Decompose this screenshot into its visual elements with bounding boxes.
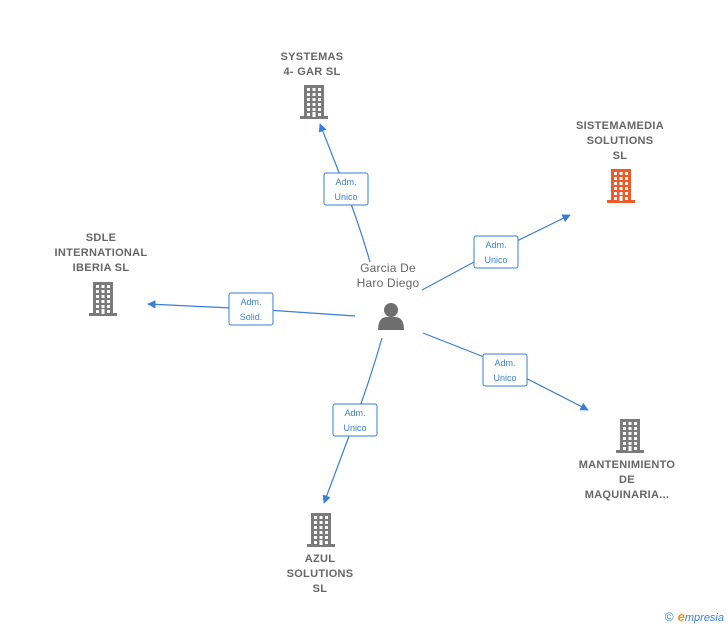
node-label-line: Garcia De: [360, 261, 416, 275]
node-label: MANTENIMIENTO DE MAQUINARIA...: [579, 459, 676, 501]
edge-label-text: Adm.: [335, 177, 356, 187]
node-label-line: SL: [313, 583, 328, 595]
edge-label-box: [473, 235, 519, 269]
edges-layer: Adm.UnicoAdm.UnicoAdm.Solid.Adm.UnicoAdm…: [147, 123, 589, 504]
node-label-line: IBERIA SL: [73, 262, 130, 274]
edge-label-text: Adm.: [485, 240, 506, 250]
node-label-line: Haro Diego: [357, 276, 420, 290]
edge-label-text: Adm.: [344, 408, 365, 418]
edge-sdle: Adm. Solid.: [147, 292, 356, 326]
edge-systemas: Adm. Unico: [318, 123, 371, 263]
edge-label-mantenimiento[interactable]: Adm. Unico: [482, 353, 528, 387]
node-label: AZUL SOLUTIONS SL: [287, 553, 354, 595]
copyright-icon: ©: [664, 609, 674, 624]
building-icon: [616, 419, 644, 453]
edge-label-text: Adm.: [494, 358, 515, 368]
node-label-line: SOLUTIONS: [287, 568, 354, 580]
edge-label-box: [323, 172, 369, 206]
node-label-line: SL: [613, 150, 628, 162]
brand-watermark: © empresia: [665, 609, 724, 624]
edge-label-text: Unico: [493, 373, 516, 383]
node-label-line: 4- GAR SL: [283, 66, 340, 78]
edge-label-sistemamedia[interactable]: Adm. Unico: [473, 235, 519, 269]
edge-label-sdle[interactable]: Adm. Solid.: [228, 292, 274, 326]
edge-sistemamedia: Adm. Unico: [421, 214, 571, 291]
edge-label-text: Unico: [484, 255, 507, 265]
edge-mantenimiento: Adm. Unico: [422, 332, 589, 411]
building-icon: [307, 513, 335, 547]
person-icon: [378, 303, 404, 330]
node-company-azul[interactable]: AZUL SOLUTIONS SL: [287, 513, 354, 595]
node-label: SDLE INTERNATIONAL IBERIA SL: [55, 232, 148, 274]
node-label-line: MAQUINARIA...: [585, 489, 670, 501]
edge-label-text: Unico: [343, 423, 366, 433]
building-icon: [300, 85, 328, 119]
edge-label-text: Solid.: [240, 312, 263, 322]
node-label-line: INTERNATIONAL: [55, 247, 148, 259]
node-label: SISTEMAMEDIA SOLUTIONS SL: [576, 120, 664, 162]
node-company-mantenimiento[interactable]: MANTENIMIENTO DE MAQUINARIA...: [579, 419, 676, 501]
node-company-sdle[interactable]: SDLE INTERNATIONAL IBERIA SL: [55, 232, 148, 316]
edge-azul: Adm. Unico: [322, 337, 383, 504]
edge-label-box: [332, 403, 378, 437]
node-company-systemas[interactable]: SYSTEMAS 4- GAR SL: [281, 51, 344, 119]
node-label-line: SDLE: [86, 232, 117, 244]
edge-label-box: [482, 353, 528, 387]
node-label-line: MANTENIMIENTO: [579, 459, 676, 471]
node-label-line: SOLUTIONS: [587, 135, 654, 147]
building-icon: [607, 169, 635, 203]
node-label-line: SISTEMAMEDIA: [576, 120, 664, 132]
edge-label-text: Adm.: [240, 297, 261, 307]
node-label-line: AZUL: [305, 553, 336, 565]
edge-label-box: [228, 292, 274, 326]
node-label-line: SYSTEMAS: [281, 51, 344, 63]
edge-label-azul[interactable]: Adm. Unico: [332, 403, 378, 437]
edge-label-systemas[interactable]: Adm. Unico: [323, 172, 369, 206]
brand-logo: empresia: [677, 609, 724, 624]
edge-label-text: Unico: [334, 192, 357, 202]
node-label-line: DE: [619, 474, 635, 486]
node-label: SYSTEMAS 4- GAR SL: [281, 51, 344, 78]
building-icon: [89, 282, 117, 316]
node-company-sistemamedia[interactable]: SISTEMAMEDIA SOLUTIONS SL: [576, 120, 664, 203]
